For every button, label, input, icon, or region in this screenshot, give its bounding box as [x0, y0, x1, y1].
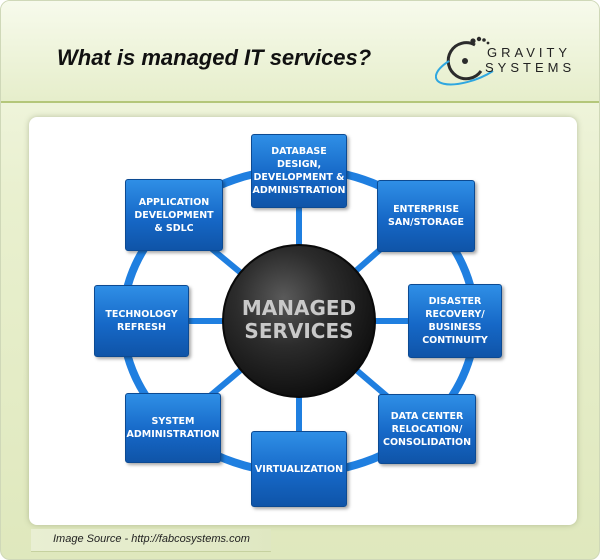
hub-circle: [222, 244, 376, 398]
orbit-logo-icon: [435, 36, 494, 86]
gravity-systems-logo: GRAVITY SYSTEMS: [435, 31, 575, 87]
logo-text-gravity: GRAVITY: [487, 45, 572, 60]
node-application-development: APPLICATION DEVELOPMENT & SDLC: [125, 179, 223, 251]
hub-label: MANAGED SERVICES: [241, 296, 357, 343]
node-technology-refresh: TECHNOLOGY REFRESH: [94, 285, 189, 357]
image-source-text: Image Source - http://fabcosystems.com: [53, 533, 250, 545]
title-band: What is managed IT services? GRAVITY SYS…: [1, 1, 599, 103]
slide-title: What is managed IT services?: [57, 45, 372, 70]
node-database-design: DATABASE DESIGN, DEVELOPMENT & ADMINISTR…: [251, 134, 347, 208]
image-source-bar: Image Source - http://fabcosystems.com: [31, 529, 271, 552]
node-disaster-recovery: DISASTER RECOVERY/ BUSINESS CONTINUITY: [408, 284, 502, 358]
node-data-center-relocation: DATA CENTER RELOCATION/ CONSOLIDATION: [378, 394, 476, 464]
node-system-administration: SYSTEM ADMINISTRATION: [125, 393, 221, 463]
node-enterprise-storage: ENTERPRISE SAN/STORAGE: [377, 180, 475, 252]
node-virtualization: VIRTUALIZATION: [251, 431, 347, 507]
logo-text-systems: SYSTEMS: [485, 60, 576, 75]
